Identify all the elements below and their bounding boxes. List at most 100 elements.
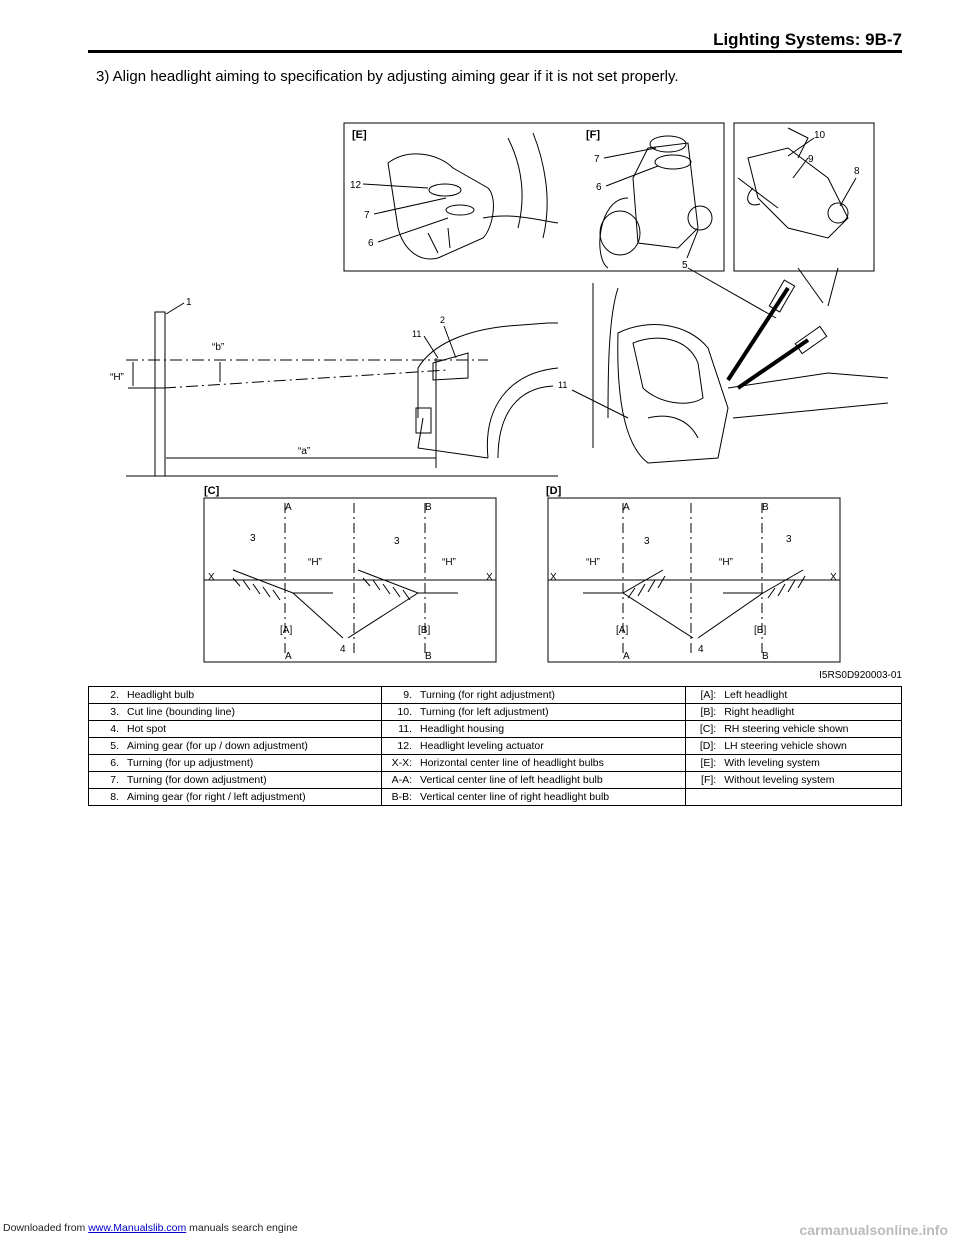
panel-c-label-bracket-a: [A]	[280, 625, 292, 636]
callout-7-f: 7	[594, 154, 600, 165]
instruction-text: 3) Align headlight aiming to specificati…	[96, 68, 679, 85]
legend-key: [E]:	[685, 754, 721, 772]
aiming-screen	[154, 311, 166, 477]
legend-key: 2.	[88, 686, 123, 704]
panel-c-label-h-right: “H”	[442, 557, 456, 568]
legend-value	[720, 788, 903, 806]
legend-key: [C]:	[685, 720, 721, 738]
legend-key: [D]:	[685, 737, 721, 755]
watermark: carmanualsonline.info	[799, 1222, 948, 1238]
panel-c-label-b-bottom: B	[425, 651, 432, 662]
legend-key: [B]:	[685, 703, 721, 721]
panel-d-label-bracket-a: [A]	[616, 625, 628, 636]
panel-d-callout-3-left: 3	[644, 536, 650, 547]
panel-c-label-x-left: X	[208, 572, 215, 583]
footer-suffix: manuals search engine	[186, 1222, 298, 1234]
callout-6-f: 6	[596, 182, 602, 193]
panel-d-label-h-right: “H”	[719, 557, 733, 568]
callout-11-side: 11	[412, 329, 421, 339]
page-header: Lighting Systems: 9B-7	[88, 28, 902, 52]
figure-svg: [E] [F] 12 7 6 7 6 5	[110, 122, 889, 663]
callout-5: 5	[682, 260, 688, 271]
panel-d-label-h-left: “H”	[586, 557, 600, 568]
label-b: “b”	[212, 342, 224, 353]
callout-11-housing: 11	[558, 380, 567, 390]
legend-value: Horizontal center line of headlight bulb…	[416, 754, 687, 772]
panel-d-label-a-top: A	[623, 502, 630, 513]
legend-value: Cut line (bounding line)	[123, 703, 383, 721]
leveling-actuator-sketch	[387, 132, 559, 260]
label-d: [D]	[546, 485, 562, 497]
callout-10: 10	[814, 130, 826, 141]
legend-value: Turning (for right adjustment)	[416, 686, 687, 704]
legend-key: 4.	[88, 720, 123, 738]
panel-d-label-b-top: B	[762, 502, 769, 513]
callout-7-e: 7	[364, 210, 370, 221]
legend-value: Right headlight	[720, 703, 903, 721]
legend-row: 8.Aiming gear (for right / left adjustme…	[88, 788, 903, 806]
legend-value: Aiming gear (for up / down adjustment)	[123, 737, 383, 755]
panel-c-label-bracket-b: [B]	[418, 625, 430, 636]
callout-6-e: 6	[368, 238, 374, 249]
download-footer: Downloaded from www.Manualslib.com manua…	[3, 1222, 298, 1234]
legend-value: Headlight bulb	[123, 686, 383, 704]
label-h-dim: “H”	[110, 372, 124, 383]
legend-value: With leveling system	[720, 754, 903, 772]
headlight-housing-sketch	[592, 279, 889, 464]
panel-d-callout-3-right: 3	[786, 534, 792, 545]
panel-c-label-a-top: A	[285, 502, 292, 513]
legend-key: A-A:	[381, 771, 417, 789]
panel-d-label-a-bottom: A	[623, 651, 630, 662]
legend-key: [A]:	[685, 686, 721, 704]
figure-code: I5RS0D920003-01	[819, 670, 902, 681]
panel-c-callout-4: 4	[340, 644, 346, 655]
right-left-gear-sketch	[737, 127, 849, 239]
label-f: [F]	[586, 129, 600, 141]
legend-key: B-B:	[381, 788, 417, 806]
legend-row: 6.Turning (for up adjustment) X-X:Horizo…	[88, 754, 903, 772]
callout-8: 8	[854, 166, 860, 177]
legend-row: 4.Hot spot 11.Headlight housing [C]:RH s…	[88, 720, 903, 738]
detail-box-right-left-gear	[733, 122, 875, 272]
legend-key: 7.	[88, 771, 123, 789]
legend-value: Hot spot	[123, 720, 383, 738]
callout-2: 2	[440, 315, 445, 325]
callout-12: 12	[350, 180, 362, 191]
header-rule	[88, 50, 902, 53]
panel-d-label-x-left: X	[550, 572, 557, 583]
legend-row: 2.Headlight bulb 9.Turning (for right ad…	[88, 686, 903, 704]
headlight-aiming-figure: [E] [F] 12 7 6 7 6 5	[88, 118, 902, 678]
legend-key: 8.	[88, 788, 123, 806]
legend-value: Turning (for left adjustment)	[416, 703, 687, 721]
panel-c-callout-3-left: 3	[250, 533, 256, 544]
detail-box-e-f	[343, 122, 725, 272]
footer-prefix: Downloaded from	[3, 1222, 89, 1234]
label-a: “a”	[298, 446, 310, 457]
legend-row: 3.Cut line (bounding line) 10.Turning (f…	[88, 703, 903, 721]
legend-value: Aiming gear (for right / left adjustment…	[123, 788, 383, 806]
legend-value: Turning (for up adjustment)	[123, 754, 383, 772]
aiming-gear-sketch	[599, 135, 713, 269]
legend-row: 5.Aiming gear (for up / down adjustment)…	[88, 737, 903, 755]
manualslib-link[interactable]: www.Manualslib.com	[88, 1222, 187, 1234]
panel-c-label-h-left: “H”	[308, 557, 322, 568]
panel-c-callout-3-right: 3	[394, 536, 400, 547]
legend-value: LH steering vehicle shown	[720, 737, 903, 755]
legend-key: 11.	[381, 720, 417, 738]
legend-value: Left headlight	[720, 686, 903, 704]
label-c: [C]	[204, 485, 220, 497]
legend-key: 12.	[381, 737, 417, 755]
legend-key	[685, 788, 721, 806]
callout-9: 9	[808, 154, 814, 165]
callout-1: 1	[186, 297, 192, 308]
legend-row: 7.Turning (for down adjustment) A-A:Vert…	[88, 771, 903, 789]
legend-key: [F]:	[685, 771, 721, 789]
legend-key: 10.	[381, 703, 417, 721]
legend-value: Vertical center line of right headlight …	[416, 788, 687, 806]
legend-value: RH steering vehicle shown	[720, 720, 903, 738]
panel-d-label-b-bottom: B	[762, 651, 769, 662]
label-e: [E]	[352, 129, 367, 141]
legend-key: X-X:	[381, 754, 417, 772]
legend-key: 9.	[381, 686, 417, 704]
panel-d-label-bracket-b: [B]	[754, 625, 766, 636]
